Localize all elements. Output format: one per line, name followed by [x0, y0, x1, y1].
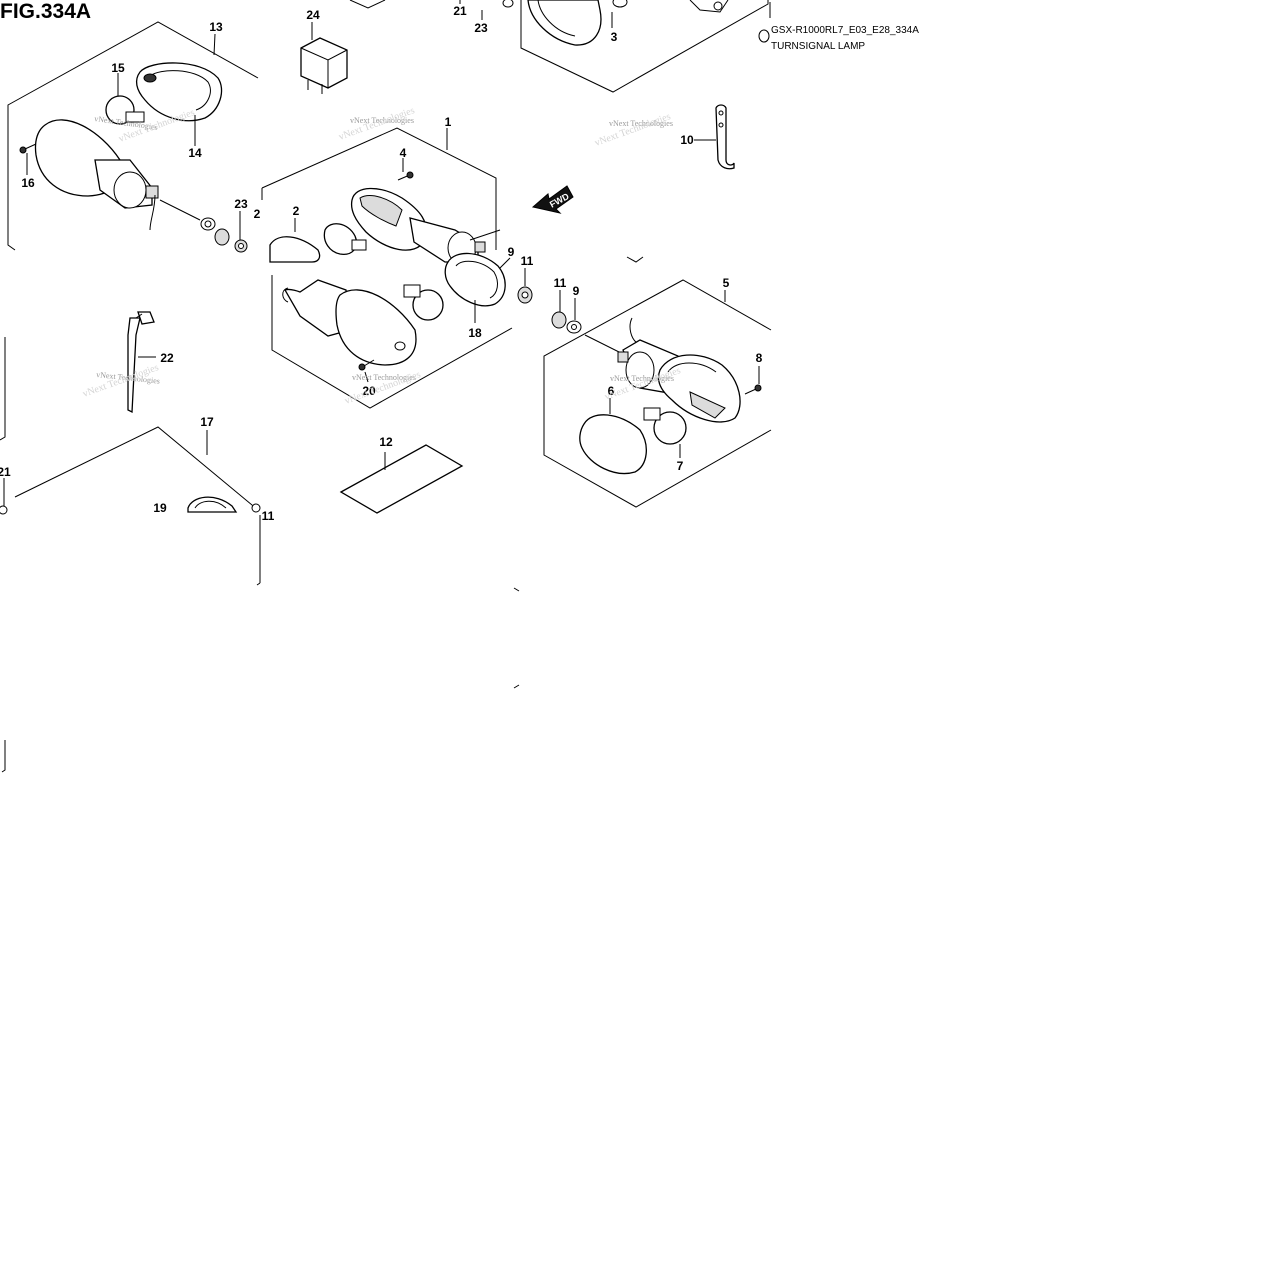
callout-18: 18 [468, 326, 482, 340]
callout-14: 14 [188, 146, 202, 160]
screw-20 [358, 359, 375, 371]
lamp-housing-5 [617, 317, 741, 423]
callout-17: 17 [200, 415, 214, 429]
callout-13: 13 [209, 20, 223, 34]
label-sheet-12 [339, 444, 464, 514]
callout-22: 22 [160, 351, 174, 365]
screw-16 [19, 143, 37, 154]
watermark: vNext Technologies [610, 374, 674, 383]
lamp-housing-lower [282, 279, 417, 366]
watermark: vNext Technologies [593, 111, 672, 149]
figure-title: FIG.334A [0, 0, 91, 23]
callout-11-partial: 11 [262, 509, 275, 523]
callout-23-left: 23 [234, 197, 248, 211]
screw-4 [397, 171, 414, 181]
callout-12: 12 [379, 435, 393, 449]
group-outline-top-right [520, 0, 769, 93]
callout-6: 6 [608, 384, 615, 398]
bulb-15 [105, 95, 145, 125]
lens-19-fragment [0, 496, 261, 515]
relay-24 [300, 37, 348, 94]
group-outline-center [261, 127, 513, 409]
callout-9-right: 9 [573, 284, 580, 298]
callout-3: 3 [611, 30, 618, 44]
group-outline-fragments [0, 0, 644, 773]
bulb-center-upper [323, 223, 367, 255]
section-name: TURNSIGNAL LAMP [771, 41, 865, 52]
callout-10: 10 [680, 133, 694, 147]
drawing-code: GSX-R1000RL7_E03_E28_334A [771, 25, 919, 36]
callout-2-partial: 2 [254, 207, 261, 221]
screw-8 [744, 384, 762, 395]
lamp-housing-1 [350, 187, 501, 265]
callout-5: 5 [723, 276, 730, 290]
bulb-7 [643, 407, 687, 445]
callout-7: 7 [677, 459, 684, 473]
callout-19: 19 [153, 501, 167, 515]
nut-11-center [517, 286, 533, 304]
callout-11-right: 11 [554, 276, 567, 290]
group-outline-left-top [7, 21, 259, 251]
watermark: vNext Technologies [609, 119, 673, 128]
callout-1: 1 [445, 115, 452, 129]
callout-21-top: 21 [453, 4, 467, 18]
lens-6 [579, 414, 647, 474]
group-outline-right [543, 279, 772, 508]
callout-23-top: 23 [474, 21, 488, 35]
callout-8: 8 [756, 351, 763, 365]
callout-15: 15 [111, 61, 125, 75]
lens-top-right-3 [502, 0, 770, 46]
watermark: vNext Technologies [352, 373, 416, 382]
callout-labels: 1 2 3 4 5 6 7 8 9 9 10 11 11 12 13 14 15… [0, 4, 763, 523]
bulb-center-lower [403, 284, 444, 321]
lens-cover-14 [135, 62, 223, 122]
nut-washer-right [551, 311, 626, 356]
callout-20: 20 [362, 384, 376, 398]
lens-2 [269, 236, 321, 263]
callout-9-center: 9 [508, 245, 515, 259]
watermark: vNext Technologies [350, 116, 414, 125]
callout-24: 24 [306, 8, 320, 22]
washer-nut-left [159, 199, 248, 253]
fwd-arrow: FWD [531, 185, 574, 214]
callout-11-center: 11 [521, 254, 534, 268]
callout-4: 4 [400, 146, 407, 160]
bracket-10 [715, 104, 735, 170]
lamp-housing-13 [34, 119, 159, 231]
group-outline-left-bottom [14, 426, 261, 586]
lens-cover-18 [444, 252, 506, 307]
leader-lines [3, 0, 771, 506]
clip-22 [127, 311, 155, 414]
callout-2: 2 [293, 204, 300, 218]
callout-16: 16 [21, 176, 35, 190]
callout-21-left: 21 [0, 465, 11, 479]
